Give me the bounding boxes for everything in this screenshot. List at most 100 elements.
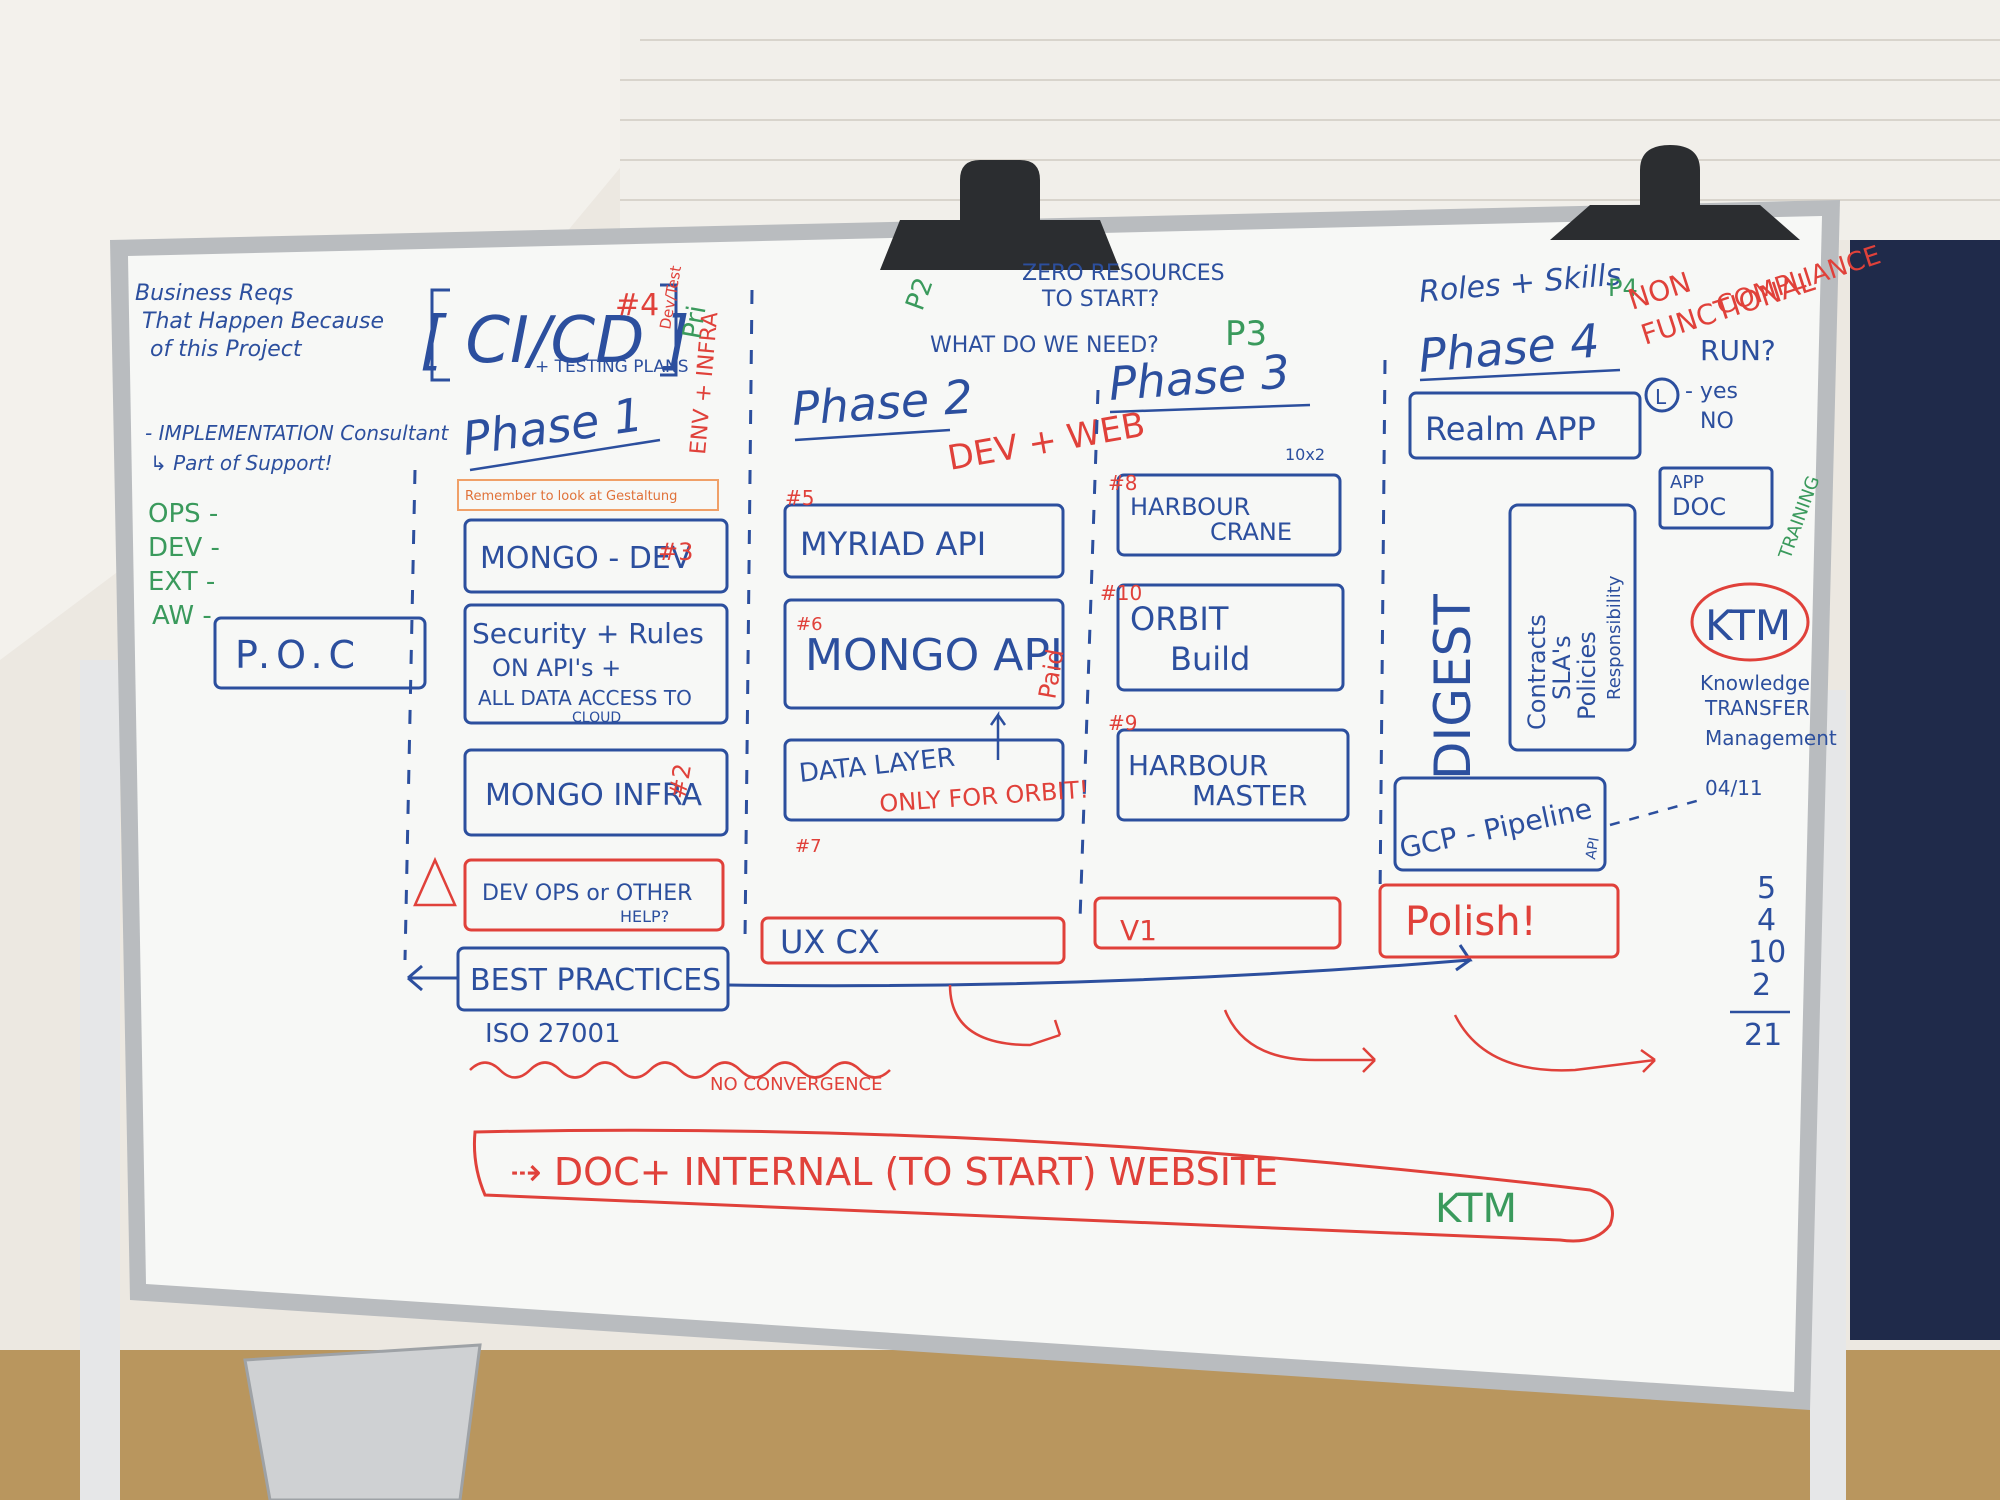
tally-2: 4 bbox=[1757, 903, 1776, 938]
business-reqs-3: of this Project bbox=[150, 337, 303, 362]
mongo-api-label: MONGO API bbox=[805, 630, 1063, 681]
gcp-ktm-connector bbox=[1609, 798, 1701, 827]
ktm-desc-3: Management bbox=[1705, 726, 1837, 750]
crane-tag: 10x2 bbox=[1285, 445, 1325, 464]
orbit-line-1: ORBIT bbox=[1130, 600, 1229, 638]
data-layer-num: #7 bbox=[795, 836, 822, 857]
what-do-we-need: WHAT DO WE NEED? bbox=[930, 333, 1159, 358]
harbour-master-card bbox=[1116, 728, 1350, 822]
polish-flow-arrow bbox=[1453, 1014, 1656, 1073]
contracts-1: Contracts bbox=[1523, 614, 1551, 730]
dark-curtain bbox=[1850, 240, 2000, 1340]
pri-tag: Pri bbox=[677, 303, 712, 341]
run-question: RUN? bbox=[1700, 334, 1776, 367]
column-separators bbox=[403, 289, 1387, 961]
doc-banner bbox=[472, 1128, 1614, 1243]
security-line-1: Security + Rules bbox=[472, 617, 704, 650]
mongo-infra-label: MONGO INFRA bbox=[485, 778, 703, 813]
orbit-build-card bbox=[1116, 583, 1345, 692]
harbour-crane-1: HARBOUR bbox=[1130, 493, 1250, 521]
ktm-desc-2: TRANSFER bbox=[1704, 696, 1810, 720]
best-practices-label: BEST PRACTICES bbox=[470, 963, 721, 998]
realm-app-card bbox=[1408, 391, 1642, 460]
crane-num: #8 bbox=[1108, 471, 1137, 495]
mongo-infra-card bbox=[463, 748, 729, 837]
warning-triangle-icon bbox=[413, 856, 457, 907]
zero-resources-1: ZERO RESOURCES bbox=[1022, 261, 1225, 286]
master-num: #9 bbox=[1108, 711, 1137, 735]
team-dev: DEV - bbox=[148, 533, 220, 563]
bottom-ktm: KTM bbox=[1435, 1186, 1517, 1232]
mongo-api-card bbox=[783, 598, 1065, 710]
security-line-2: ON API's + bbox=[492, 654, 621, 682]
ktm-label: KTM bbox=[1705, 601, 1791, 650]
tally-5: 21 bbox=[1744, 1018, 1782, 1053]
wavy-line bbox=[469, 1061, 891, 1079]
mongo-api-num: #6 bbox=[796, 614, 823, 635]
orbit-num: #10 bbox=[1100, 581, 1142, 605]
phase-2-heading: Phase 2 bbox=[790, 369, 975, 436]
orbit-line-2: Build bbox=[1170, 640, 1250, 678]
brick-lines bbox=[620, 39, 2000, 201]
p4-tag: P4 bbox=[1608, 274, 1638, 302]
security-card bbox=[463, 603, 729, 725]
v1-card bbox=[1093, 896, 1342, 950]
uxcx-label: UX CX bbox=[780, 923, 880, 961]
mongo-infra-num: #2 bbox=[663, 761, 697, 801]
poc-label: P.O.C bbox=[235, 633, 361, 677]
mongo-dev-num: #3 bbox=[658, 538, 693, 566]
contracts-4: Responsibility bbox=[1604, 575, 1625, 700]
v1-label: V1 bbox=[1120, 914, 1157, 947]
v1-flow-arrow bbox=[1223, 1009, 1376, 1073]
implementation-1: - IMPLEMENTATION Consultant bbox=[145, 421, 450, 445]
gestaltung-note-box bbox=[457, 479, 719, 511]
data-up-arrow bbox=[989, 711, 1007, 760]
cicd-bracket bbox=[430, 283, 678, 382]
run-circle-label: L bbox=[1655, 385, 1667, 409]
phase-3-heading: Phase 3 bbox=[1107, 344, 1292, 411]
uxcx-card bbox=[760, 916, 1066, 965]
devops-line-1: DEV OPS or OTHER bbox=[482, 881, 692, 906]
wastebasket bbox=[243, 1343, 482, 1500]
devops-line-2: HELP? bbox=[620, 907, 669, 926]
app-doc-card bbox=[1658, 466, 1774, 530]
realm-app-label: Realm APP bbox=[1425, 410, 1596, 448]
myriad-api-card bbox=[783, 503, 1065, 579]
harbour-master-1: HARBOUR bbox=[1128, 749, 1268, 782]
binder-clip-icon bbox=[880, 145, 1800, 270]
digest-label: DIGEST bbox=[1424, 594, 1482, 780]
harbour-crane-2: CRANE bbox=[1210, 518, 1292, 546]
p3-tag: P3 bbox=[1225, 314, 1267, 354]
business-reqs-2: That Happen Because bbox=[142, 309, 384, 334]
contracts-card bbox=[1508, 503, 1637, 752]
implementation-2: ↳ Part of Support! bbox=[150, 451, 333, 475]
run-circle bbox=[1644, 377, 1680, 413]
team-ext: EXT - bbox=[148, 567, 215, 597]
contracts-3: Policies bbox=[1573, 631, 1601, 720]
devops-card bbox=[463, 858, 725, 932]
uxcx-flow-arrow bbox=[948, 984, 1062, 1047]
team-ops: OPS - bbox=[148, 499, 218, 529]
ktm-circle bbox=[1690, 582, 1810, 662]
harbour-crane-card bbox=[1116, 473, 1342, 557]
cicd-title: [ CI/CD ] bbox=[420, 304, 690, 378]
run-yes: - yes bbox=[1685, 379, 1738, 404]
ktm-desc-1: Knowledge bbox=[1700, 671, 1810, 695]
gestaltung-note: Remember to look at Gestaltung bbox=[465, 489, 677, 504]
zero-resources-2: TO START? bbox=[1041, 287, 1159, 312]
mongo-dev-label: MONGO - DEV bbox=[480, 541, 692, 576]
myriad-num: #5 bbox=[785, 486, 814, 510]
app-doc-2: DOC bbox=[1672, 493, 1726, 521]
gcp-api-label: API bbox=[1583, 836, 1603, 861]
myriad-api-label: MYRIAD API bbox=[800, 525, 986, 563]
run-no: NO bbox=[1700, 409, 1734, 434]
tally-3: 10 bbox=[1748, 935, 1786, 970]
mongo-dev-card bbox=[463, 518, 729, 594]
data-layer-card bbox=[783, 738, 1065, 822]
security-line-3: ALL DATA ACCESS TO bbox=[478, 686, 692, 710]
arrow-icon bbox=[407, 964, 458, 992]
gcp-pipeline-card bbox=[1393, 776, 1607, 872]
stand-pole-left bbox=[80, 660, 120, 1500]
tally-1: 5 bbox=[1757, 871, 1776, 906]
